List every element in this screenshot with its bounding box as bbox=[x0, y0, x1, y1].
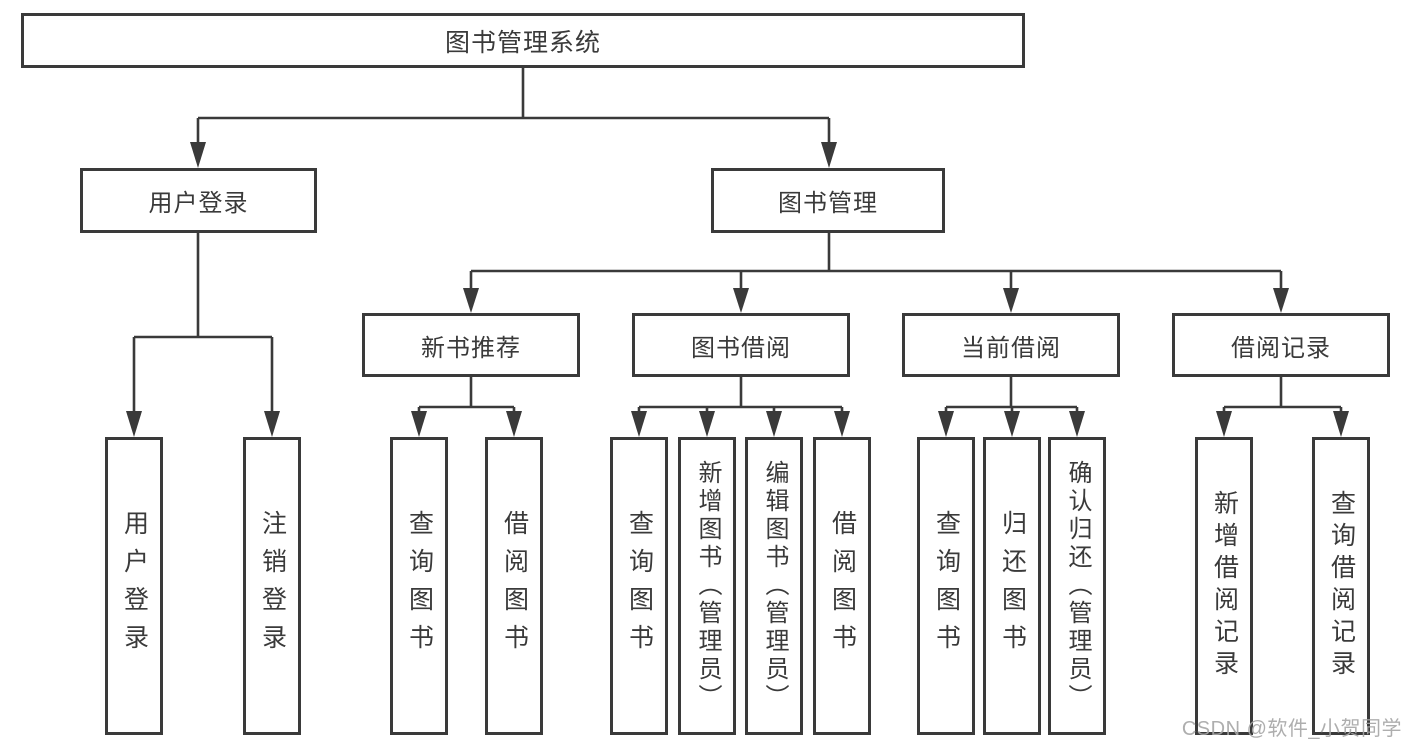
node-borrow-books-recommend: 借阅图书 bbox=[485, 437, 543, 735]
connector-root bbox=[190, 68, 837, 168]
node-label: 查询图书 bbox=[405, 510, 434, 662]
node-label: 注销登录 bbox=[258, 510, 287, 662]
connector-user-login bbox=[126, 233, 280, 437]
node-label: 用户登录 bbox=[120, 510, 149, 662]
node-return-books: 归还图书 bbox=[983, 437, 1041, 735]
node-current-borrowing: 当前借阅 bbox=[902, 313, 1120, 377]
node-borrowing-records: 借阅记录 bbox=[1172, 313, 1390, 377]
node-query-books-borrowing: 查询图书 bbox=[610, 437, 668, 735]
csdn-watermark: CSDN @软件_小贺同学 bbox=[1181, 718, 1402, 740]
node-query-borrow-record: 查询借阅记录 bbox=[1312, 437, 1370, 735]
node-label: 新书推荐 bbox=[421, 334, 521, 362]
node-book-borrowing: 图书借阅 bbox=[632, 313, 850, 377]
node-label: 用户登录 bbox=[148, 190, 249, 217]
node-label: 新增图书（管理员） bbox=[694, 460, 721, 712]
node-query-books-recommend: 查询图书 bbox=[390, 437, 448, 735]
node-borrow-books-borrowing: 借阅图书 bbox=[813, 437, 871, 735]
node-label: 查询图书 bbox=[625, 510, 654, 662]
node-label: 新增借阅记录 bbox=[1210, 490, 1239, 682]
node-label: 借阅图书 bbox=[828, 510, 857, 662]
connector-book-management bbox=[463, 233, 1289, 313]
connector-book-borrowing bbox=[631, 377, 850, 437]
connector-current-borrowing bbox=[938, 377, 1085, 437]
node-user-login-leaf: 用户登录 bbox=[105, 437, 163, 735]
node-label: 图书管理系统 bbox=[444, 28, 601, 57]
node-new-book-recommendation: 新书推荐 bbox=[362, 313, 580, 377]
node-confirm-return-admin: 确认归还（管理员） bbox=[1048, 437, 1106, 735]
node-label: 图书借阅 bbox=[691, 334, 791, 362]
node-add-borrow-record: 新增借阅记录 bbox=[1195, 437, 1253, 735]
connector-new-book-recommendation bbox=[411, 377, 522, 437]
node-label: 查询借阅记录 bbox=[1327, 490, 1356, 682]
node-query-books-current: 查询图书 bbox=[917, 437, 975, 735]
node-label: 当前借阅 bbox=[961, 334, 1061, 362]
node-root: 图书管理系统 bbox=[21, 13, 1025, 68]
connector-borrowing-records bbox=[1216, 377, 1349, 437]
node-label: 借阅记录 bbox=[1231, 334, 1331, 362]
node-user-login: 用户登录 bbox=[80, 168, 317, 233]
node-logout: 注销登录 bbox=[243, 437, 301, 735]
node-label: 编辑图书（管理员） bbox=[761, 460, 788, 712]
node-book-management: 图书管理 bbox=[711, 168, 945, 233]
node-label: 查询图书 bbox=[932, 510, 961, 662]
node-label: 借阅图书 bbox=[500, 510, 529, 662]
node-add-books-admin: 新增图书（管理员） bbox=[678, 437, 736, 735]
node-edit-books-admin: 编辑图书（管理员） bbox=[745, 437, 803, 735]
node-label: 归还图书 bbox=[998, 510, 1027, 662]
node-label: 图书管理 bbox=[778, 190, 878, 217]
node-label: 确认归还（管理员） bbox=[1064, 460, 1091, 712]
